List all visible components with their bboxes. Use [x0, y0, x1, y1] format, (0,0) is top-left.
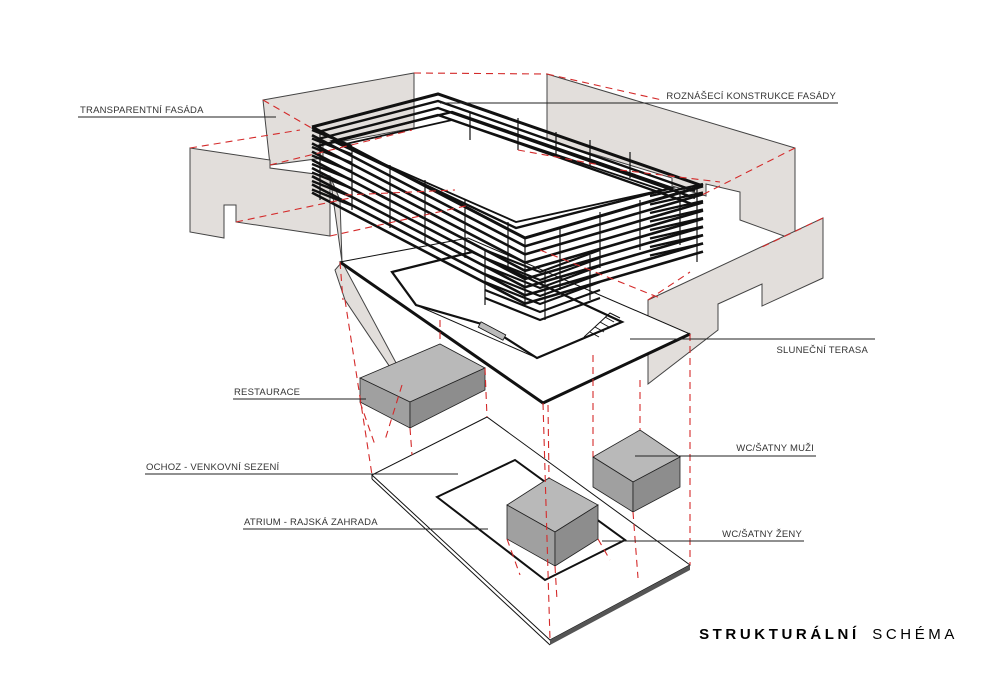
wall-right: [647, 217, 824, 386]
label-walkway: OCHOZ - VENKOVNÍ SEZENÍ: [146, 462, 280, 473]
restaurant-block: [359, 343, 486, 429]
facade-band-right: [649, 208, 704, 223]
facade-structure: [311, 92, 704, 322]
label-facade-structure: ROZNÁŠECÍ KONSTRUKCE FASÁDY: [666, 91, 836, 102]
label-restaurant: RESTAURACE: [234, 387, 300, 398]
facade-band-left: [311, 128, 353, 148]
projection-lines: [189, 72, 824, 641]
facade-band-left: [311, 137, 353, 156]
facade-band-left: [311, 145, 353, 165]
facade-band-left: [311, 171, 353, 190]
facade-inner-band: [484, 248, 601, 274]
facade-band-left: [311, 154, 353, 173]
label-wc-men: WC/ŠATNY MUŽI: [736, 443, 814, 454]
facade-inner-band: [484, 288, 601, 314]
restaurant-side: [409, 367, 486, 429]
atrium-outline: [435, 458, 627, 582]
facade-band-right: [649, 242, 704, 257]
label-transparent-facade: TRANSPARENTNÍ FASÁDA: [80, 105, 204, 116]
facade-inner-band: [484, 296, 601, 322]
facade-inner-band: [484, 280, 601, 306]
facade-inner-band: [484, 264, 601, 290]
title-normal: SCHÉMA: [872, 626, 958, 643]
facade-band-right: [649, 191, 704, 206]
facade-band-back: [317, 99, 696, 193]
facade-band-left: [311, 179, 353, 199]
wc-men-side: [632, 456, 681, 513]
diagram-title: STRUKTURÁLNÍ SCHÉMA: [699, 626, 958, 643]
facade-inner-band: [484, 272, 601, 298]
title-bold: STRUKTURÁLNÍ: [699, 626, 860, 643]
ground-slab-edge: [550, 565, 690, 645]
facade-inner-ring: [329, 110, 677, 230]
labels: TRANSPARENTNÍ FASÁDA ROZNÁŠECÍ KONSTRUKC…: [80, 91, 868, 540]
wc-men-block: [592, 429, 681, 513]
wall-left: [189, 147, 331, 239]
leader-lines: [78, 102, 875, 542]
facade-band-right: [649, 225, 704, 240]
facade-inner-ring: [338, 119, 666, 223]
facade-band-left: [311, 188, 353, 207]
label-wc-women: WC/ŠATNY ŽENY: [722, 529, 802, 540]
facade-band-right: [649, 233, 704, 249]
facade-band-right: [649, 199, 704, 215]
stair: [583, 312, 621, 338]
facade-band-right: [649, 216, 704, 232]
label-atrium: ATRIUM - RAJSKÁ ZAHRADA: [244, 517, 378, 528]
label-sun-terrace: SLUNEČNÍ TERASA: [776, 345, 868, 356]
facade-band-right: [649, 182, 704, 198]
wc-women-block: [506, 477, 599, 567]
facade-inner-band: [484, 256, 601, 282]
facade-band-back: [311, 92, 704, 188]
facade-band-back: [317, 106, 696, 200]
facade-band-left: [311, 162, 353, 182]
